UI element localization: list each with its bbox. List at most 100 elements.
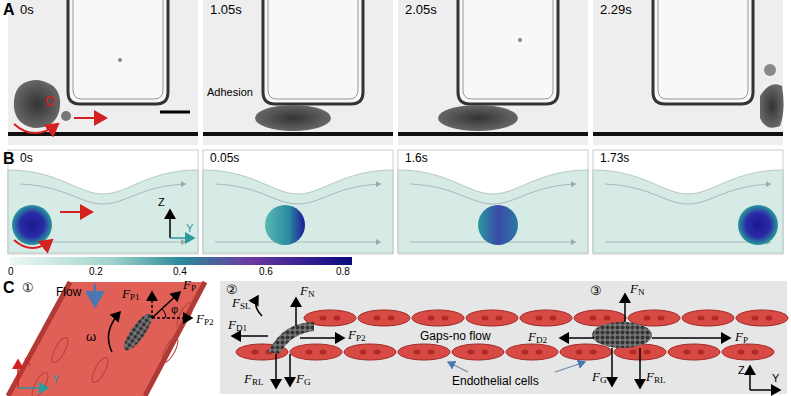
art-circle: [478, 205, 518, 245]
art-ellipse: [159, 335, 181, 364]
figure-label: C: [3, 279, 15, 297]
art-rect: [203, 132, 393, 136]
art-line: [652, 337, 730, 339]
art-line: [152, 317, 192, 319]
panel-b: [8, 150, 783, 265]
art-use: [668, 344, 720, 360]
panel-c-gap: [220, 281, 788, 394]
art-rect: [203, 0, 393, 145]
art-use: [358, 310, 410, 326]
art-path: [14, 124, 58, 133]
art-path: [215, 242, 381, 243]
art-use: [412, 310, 464, 326]
art-line: [289, 354, 291, 386]
art-rect: [8, 0, 198, 145]
art-line: [749, 366, 751, 390]
art-path: [8, 282, 70, 396]
figure-label: 0: [8, 266, 14, 277]
art-circle: [61, 111, 71, 121]
force-label: FP1: [122, 287, 140, 301]
art-rect: [593, 150, 783, 254]
art-ellipse: [29, 370, 51, 396]
art-path: [410, 184, 576, 204]
art-path: [605, 242, 771, 243]
art-ellipse: [49, 335, 71, 364]
art-line: [152, 292, 180, 318]
figure-label: ①: [22, 281, 34, 295]
art-line: [232, 335, 268, 337]
art-g: [20, 184, 771, 242]
art-rect: [220, 281, 787, 394]
art-use: [682, 310, 734, 326]
art-path: [268, 0, 358, 99]
art-path: [108, 312, 120, 352]
art-rect: [398, 150, 588, 254]
force-label: FSL: [232, 296, 251, 310]
force-label: FRL: [244, 372, 264, 386]
figure-label: 0.2: [89, 266, 103, 277]
figure-label: Ω: [45, 94, 55, 109]
figure-label: Y: [52, 373, 59, 385]
figure-label: 1.73s: [600, 152, 629, 165]
art-circle: [12, 205, 52, 245]
art-path: [605, 184, 771, 204]
art-use: [344, 344, 396, 360]
force-label: FG: [296, 372, 311, 386]
art-path: [68, 0, 168, 104]
art-line: [639, 348, 641, 388]
art-path: [263, 0, 363, 104]
art-rect: [593, 132, 783, 136]
art-use: [452, 344, 504, 360]
force-label: FD1: [228, 318, 247, 332]
art-rect: [398, 0, 588, 145]
art-use: [722, 344, 774, 360]
art-line: [94, 284, 97, 306]
figure-label: Y: [186, 222, 193, 234]
art-ellipse: [255, 105, 331, 131]
art-rect: [10, 257, 352, 265]
art-line: [60, 211, 92, 213]
figure-label: 0.05s: [210, 152, 239, 165]
art-g: [29, 300, 196, 396]
art-path: [463, 0, 553, 99]
art-circle: [738, 205, 778, 245]
figure-label: 2.05s: [405, 3, 437, 17]
figure-label: Flow: [56, 286, 81, 299]
art-path: [256, 296, 262, 316]
figure-label: 0s: [20, 152, 33, 165]
force-label: FP2: [348, 328, 366, 342]
art-line: [169, 210, 171, 238]
art-use: [398, 344, 450, 360]
art-use: [290, 344, 342, 360]
art-line: [555, 362, 585, 372]
art-use: [466, 310, 518, 326]
art-use: [520, 310, 572, 326]
figure-label: 1.05s: [210, 3, 242, 17]
art-line: [160, 111, 190, 114]
art-path: [215, 184, 381, 204]
art-rect: [398, 132, 588, 136]
figure-label: 0.8: [336, 266, 350, 277]
art-line: [611, 348, 613, 386]
art-line: [300, 337, 344, 339]
figure-label: φ: [171, 303, 178, 315]
force-label: FP: [183, 278, 196, 292]
art-ellipse: [438, 105, 518, 131]
figure-label: ③: [590, 284, 602, 298]
art-path: [593, 170, 783, 253]
art-rect: [593, 0, 783, 145]
art-line: [275, 354, 277, 388]
figure-label: 1.6s: [405, 152, 428, 165]
figure-label: 2.29s: [600, 3, 632, 17]
art-line: [448, 362, 468, 372]
art-use: [506, 344, 558, 360]
art-ellipse: [120, 310, 157, 354]
art-circle: [118, 58, 122, 62]
force-label: FP: [735, 330, 748, 344]
figure-label: A: [3, 1, 15, 19]
figure-label: B: [3, 150, 15, 168]
art-line: [560, 337, 594, 339]
art-g: [448, 362, 585, 372]
